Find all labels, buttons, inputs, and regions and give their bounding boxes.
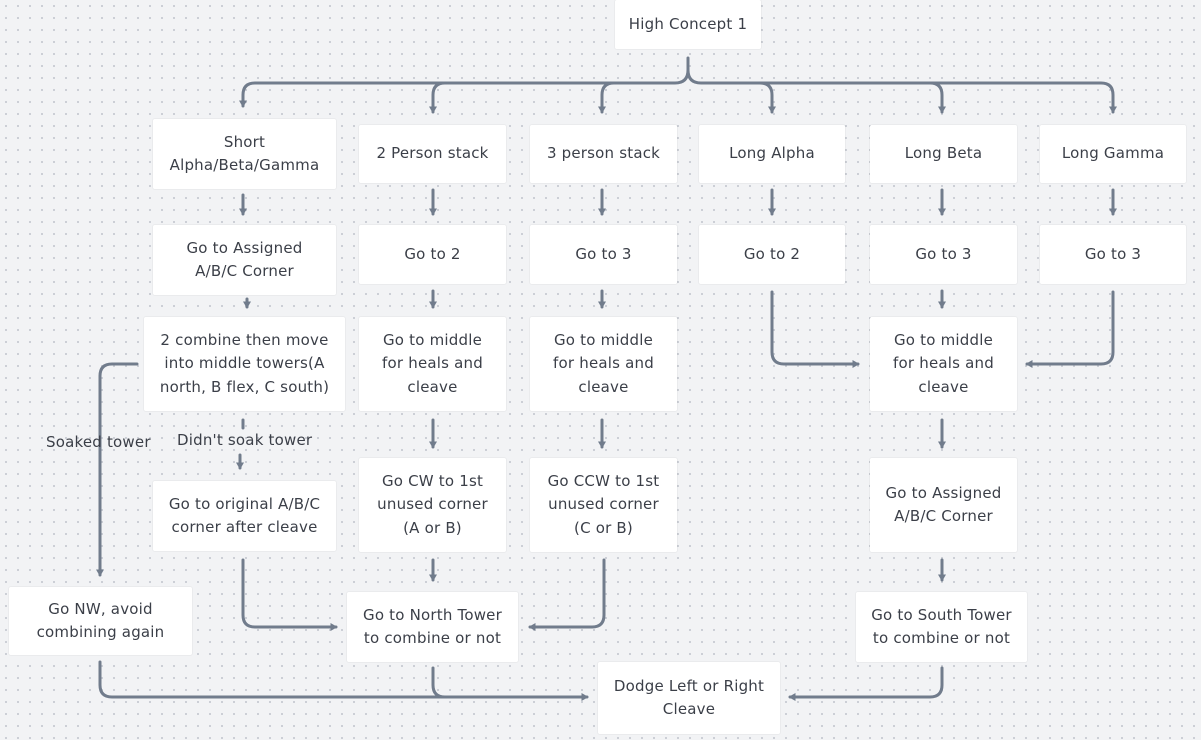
node-lg-go[interactable]: Go to 3 bbox=[1040, 225, 1186, 284]
edge-original-to-north bbox=[241, 558, 338, 631]
edge-south-to-dodge bbox=[788, 666, 944, 701]
node-lb-go[interactable]: Go to 3 bbox=[870, 225, 1017, 284]
edge-la-go2-to-long-middle bbox=[770, 290, 860, 368]
node-long-beta[interactable]: Long Beta bbox=[870, 125, 1017, 183]
node-three-go[interactable]: Go to 3 bbox=[530, 225, 677, 284]
edge-lg-go3-to-long-middle bbox=[1025, 290, 1115, 368]
edge-root-to-three-person bbox=[598, 81, 616, 114]
edge-nw-to-dodge bbox=[98, 660, 589, 701]
node-two-go[interactable]: Go to 2 bbox=[359, 225, 506, 284]
node-la-go[interactable]: Go to 2 bbox=[699, 225, 845, 284]
edge-ccw-to-north bbox=[528, 558, 606, 631]
edge-root-bracket bbox=[239, 56, 690, 108]
edge-north-to-dodge bbox=[431, 666, 447, 699]
node-long-alpha[interactable]: Long Alpha bbox=[699, 125, 845, 183]
node-root[interactable]: High Concept 1 bbox=[615, 0, 761, 49]
edge-root-to-long-beta bbox=[928, 81, 946, 114]
edge-root-bracket-right bbox=[686, 68, 1117, 114]
edge-root-to-long-alpha bbox=[758, 81, 776, 114]
node-three-person[interactable]: 3 person stack bbox=[530, 125, 677, 183]
edge-label-soaked: Soaked tower bbox=[46, 433, 151, 451]
edge-combine-soaked bbox=[96, 362, 139, 577]
edge-root-to-two-person bbox=[429, 81, 447, 114]
edge-label-not-soaked: Didn't soak tower bbox=[177, 431, 313, 449]
node-long-gamma[interactable]: Long Gamma bbox=[1040, 125, 1186, 183]
node-two-person[interactable]: 2 Person stack bbox=[359, 125, 506, 183]
